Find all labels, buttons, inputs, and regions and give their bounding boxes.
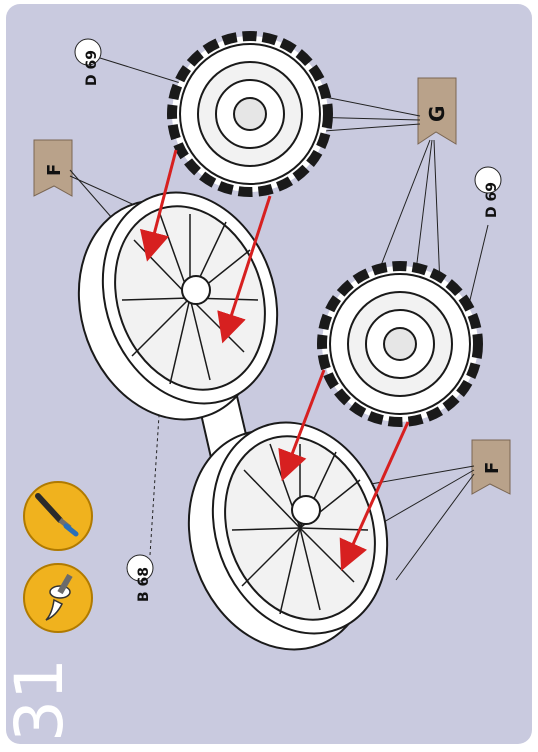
- svg-text:B 68: B 68: [136, 567, 152, 602]
- svg-text:D 69: D 69: [484, 182, 500, 218]
- svg-text:G: G: [425, 106, 449, 122]
- paint-brush-icon: [24, 482, 92, 550]
- glue-brush-icon: [24, 564, 92, 632]
- gear-d69-bottom: [322, 266, 478, 422]
- gear-d69-top: [172, 36, 328, 192]
- hub-center-bottom: [292, 496, 320, 524]
- step-number: 31: [1, 658, 78, 742]
- hub-center-top: [182, 276, 210, 304]
- svg-text:D 69: D 69: [84, 50, 100, 86]
- svg-text:F: F: [44, 164, 65, 176]
- svg-text:F: F: [482, 462, 503, 474]
